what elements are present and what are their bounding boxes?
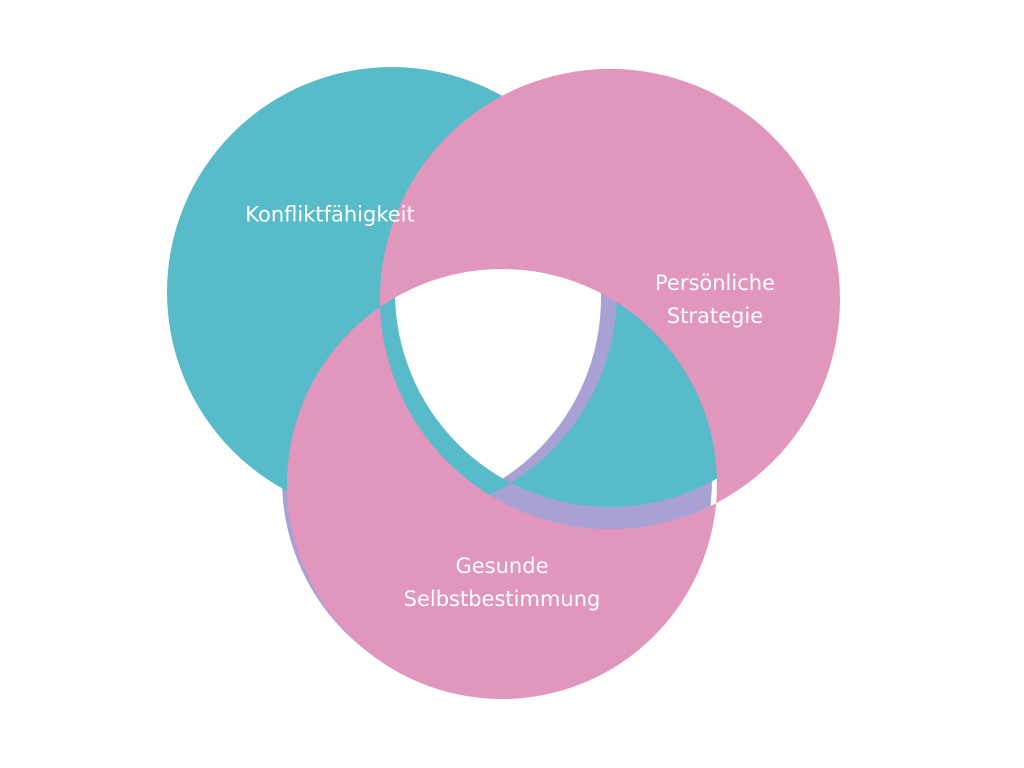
label-persoenliche-strategie: Persönliche Strategie <box>655 267 775 333</box>
label-line: Strategie <box>666 304 764 328</box>
label-gesunde-selbstbestimmung: Gesunde Selbstbestimmung <box>404 550 601 616</box>
label-line: Persönliche <box>654 271 776 295</box>
segment-gesunde-selbstbestimmung <box>287 68 840 699</box>
label-line: Gesunde <box>455 554 549 578</box>
label-line: Selbstbestimmung <box>403 587 601 611</box>
label-konfliktfaehigkeit: Konfliktfähigkeit <box>245 199 414 232</box>
label-line: Konfliktfähigkeit <box>245 202 415 227</box>
